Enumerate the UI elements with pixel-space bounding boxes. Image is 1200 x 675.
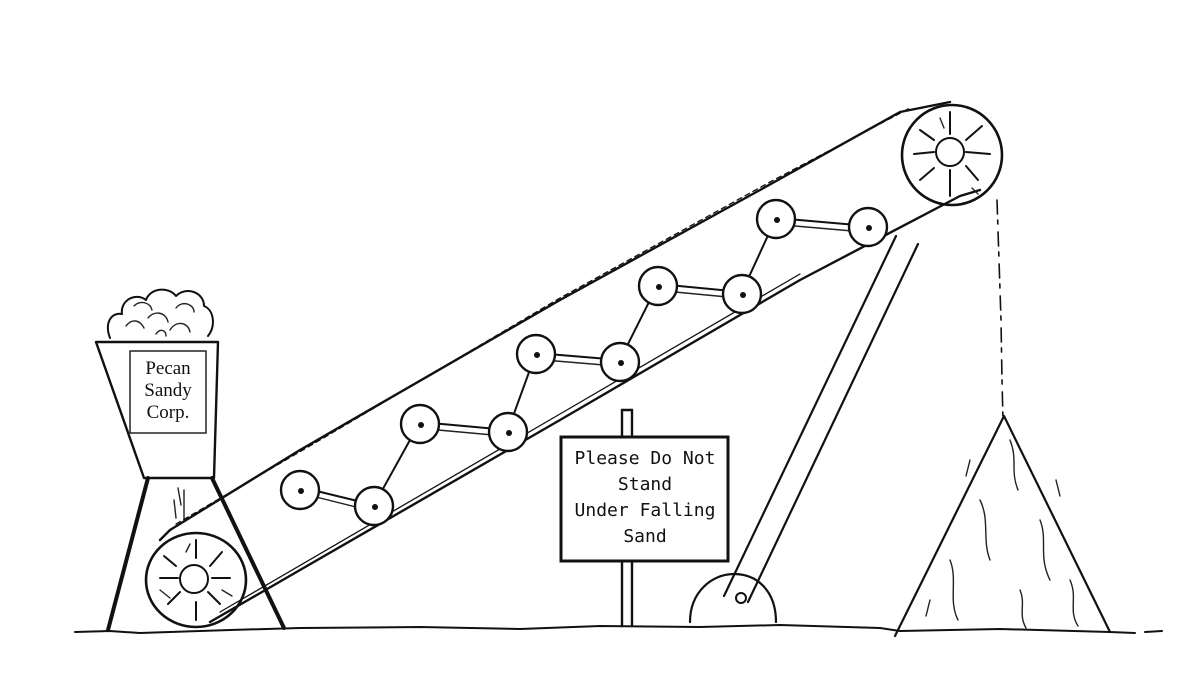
roller-chain: [299, 217, 869, 512]
roller-icon: [279, 469, 321, 511]
warning-sign-line-4: Sand: [623, 526, 666, 547]
falling-sand-stream: [996, 199, 1004, 421]
hopper-leg-left: [106, 476, 150, 632]
roller-icon: [721, 273, 763, 315]
sand-pile: [893, 414, 1112, 638]
conveyor-belt: [158, 100, 982, 624]
roller-icon: [515, 333, 557, 375]
hopper-leg-right: [210, 476, 286, 630]
ground-dash: [1144, 630, 1163, 633]
hopper-label-line-3: Corp.: [147, 402, 190, 423]
hopper-label-box: Pecan Sandy Corp.: [129, 350, 207, 434]
hopper: [94, 340, 286, 632]
roller-icon: [755, 198, 797, 240]
hopper-label-line-1: Pecan: [145, 358, 191, 379]
roller-icon: [487, 411, 529, 453]
support-strut: [688, 234, 920, 624]
hopper-label-line-2: Sandy: [144, 380, 192, 401]
pecan-pile-icon: [106, 288, 214, 339]
roller-icon: [637, 265, 679, 307]
bottom-pulley-icon: [144, 531, 248, 629]
roller-icon: [353, 485, 395, 527]
warning-sign-line-2: Stand: [618, 474, 672, 495]
warning-sign-line-1: Please Do Not: [575, 448, 716, 469]
rollers: [279, 198, 889, 527]
warning-sign: Please Do Not Stand Under Falling Sand: [559, 408, 730, 628]
ground-line: [74, 624, 1136, 634]
top-pulley-icon: [900, 103, 1004, 207]
roller-icon: [847, 206, 889, 248]
roller-icon: [599, 341, 641, 383]
warning-sign-line-3: Under Falling: [575, 500, 716, 521]
roller-icon: [399, 403, 441, 445]
